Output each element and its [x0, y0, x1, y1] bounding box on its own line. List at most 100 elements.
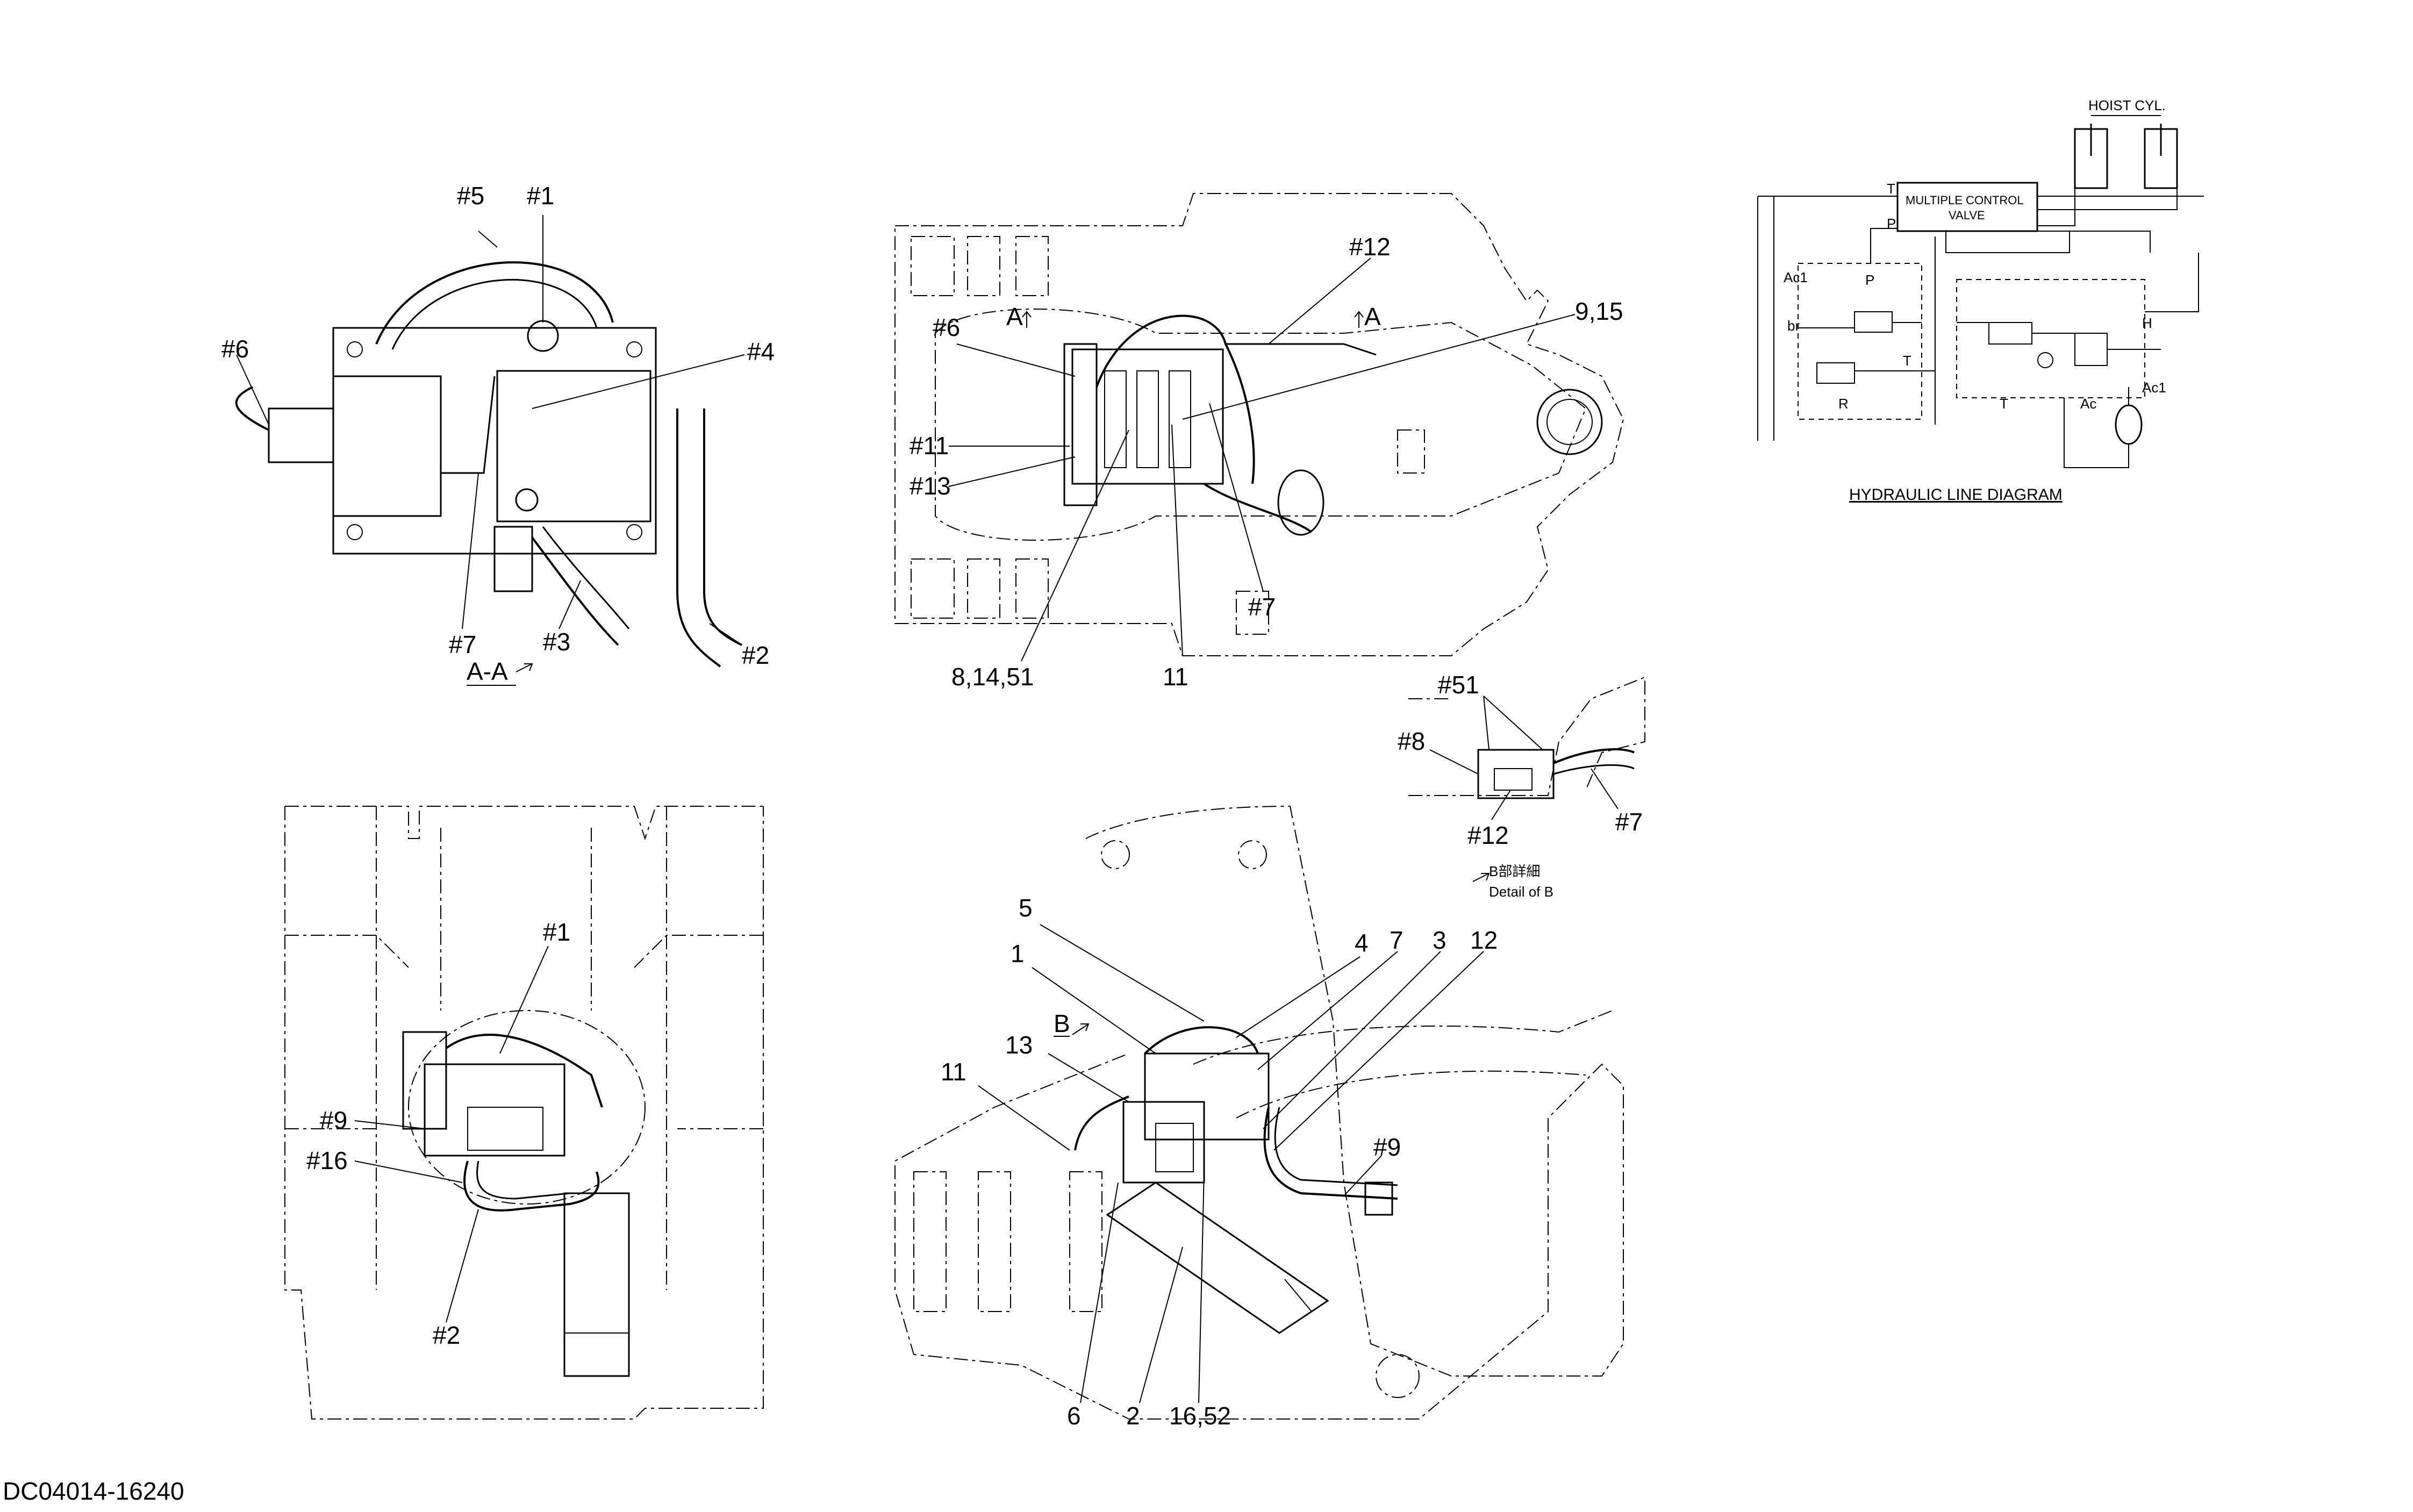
label-7-top: #7	[1248, 593, 1276, 621]
leader-line	[236, 354, 269, 425]
section-arrow-mark	[1354, 311, 1364, 328]
filter	[1277, 469, 1324, 536]
leader-line	[1209, 403, 1264, 592]
label-8-b: #8	[1398, 727, 1425, 755]
leader-line	[1429, 749, 1479, 775]
fitting-block-b	[1494, 768, 1533, 791]
view-right-frame: 5 1 4 7 3 12 B 13 11 #9 6 2 16,52	[894, 805, 1624, 1430]
label-12-right: 12	[1470, 926, 1498, 954]
bolt	[626, 524, 642, 540]
label-51-b: #51	[1438, 671, 1479, 699]
label-11-top: #11	[910, 432, 949, 460]
tank-line	[1284, 1279, 1312, 1312]
hose-b	[1553, 748, 1635, 764]
hoist-cyl-label: HOIST CYL.	[2088, 97, 2166, 113]
valve-assembly-left-inner	[467, 1107, 543, 1151]
port-h: H	[2142, 315, 2152, 331]
leader-line	[1182, 314, 1576, 420]
leader-line	[1032, 967, 1156, 1054]
control-valve-spool	[1169, 370, 1191, 468]
leader-line	[1257, 951, 1398, 1070]
label-9-left: #9	[320, 1106, 347, 1134]
view-a-a: #5 #1 #6 #4 #7 #3 #2 A-A	[221, 182, 775, 686]
drawing-number: DC04014-16240	[3, 1477, 184, 1505]
hose-b-inner	[1553, 764, 1635, 775]
hose-3	[531, 536, 619, 646]
section-title-a-a: A-A	[467, 657, 508, 685]
leader-line	[1343, 1155, 1382, 1196]
leader-line	[1198, 1171, 1205, 1403]
spool-symbol	[1816, 362, 1855, 384]
leader-line	[1139, 1246, 1183, 1403]
view-left-frame: #1 #9 #16 #2	[284, 806, 764, 1420]
frame-hole	[1376, 1354, 1420, 1398]
frame-outline	[894, 193, 1624, 656]
valve-name-line1: MULTIPLE CONTROL	[1906, 194, 2024, 207]
frame-slot	[1015, 558, 1049, 619]
label-9-15: 9,15	[1575, 297, 1623, 325]
leader-line	[1048, 1053, 1129, 1102]
leader-line	[1483, 696, 1543, 750]
hose-6	[235, 386, 269, 431]
label-16-left: #16	[306, 1146, 348, 1174]
label-1-right: 1	[1011, 940, 1025, 968]
detail-b-title-en: Detail of B	[1489, 884, 1553, 900]
port-t-top: T	[1887, 181, 1895, 197]
fitting	[527, 320, 559, 352]
leader-line	[978, 1085, 1070, 1151]
frame-slot	[1069, 1171, 1102, 1312]
bolt	[626, 341, 642, 357]
hose-line	[1203, 483, 1313, 533]
port-t-right: T	[2000, 396, 2008, 412]
filter-right	[1364, 1181, 1393, 1216]
pivot-ring	[1536, 389, 1603, 455]
label-12-b: #12	[1467, 821, 1509, 849]
brake-valve-box	[1798, 263, 1922, 420]
hydraulic-line	[1935, 231, 2151, 425]
frame-slot	[978, 1171, 1011, 1312]
multiple-control-valve	[1896, 182, 2038, 232]
hose-5	[375, 261, 614, 345]
leader-line	[446, 1209, 479, 1323]
hydraulic-line	[1798, 253, 2199, 468]
control-valve-right-lower	[1122, 1101, 1205, 1184]
label-11-right: 11	[941, 1058, 966, 1086]
hose-right	[1144, 1026, 1259, 1055]
label-7-right: 7	[1390, 926, 1404, 954]
label-12: #12	[1349, 233, 1391, 261]
frame-slot	[1236, 591, 1269, 635]
view-arrow	[1072, 1023, 1090, 1035]
hose-7	[441, 376, 496, 474]
leader-line	[478, 231, 498, 248]
leader-line	[1273, 951, 1484, 1151]
frame-slot	[911, 236, 955, 296]
leader-line	[354, 1120, 425, 1129]
valve-assembly-left	[424, 1063, 565, 1157]
frame-upper	[1193, 1010, 1613, 1119]
port-p-left: P	[1865, 272, 1874, 288]
hose-2-left-inner	[476, 1160, 570, 1200]
leader-line	[1483, 696, 1490, 750]
label-9-right: #9	[1373, 1133, 1401, 1161]
control-valve-right	[1144, 1052, 1270, 1141]
hose-2	[676, 409, 721, 668]
leader-line	[499, 945, 549, 1054]
label-1-left: #1	[543, 918, 570, 946]
accumulator	[2115, 404, 2143, 445]
detail-of-b: #51 #8 #12 #7 B部詳細 Detail of B	[1398, 671, 1645, 900]
valve-name-line2: VALVE	[1949, 209, 1985, 222]
hose-line	[1226, 343, 1377, 356]
hydraulic-line	[1757, 188, 2204, 441]
label-1: #1	[527, 182, 554, 210]
leader-line	[1591, 768, 1619, 809]
label-8-14-51: 8,14,51	[951, 663, 1034, 691]
hose-2-left	[463, 1160, 600, 1212]
leader-line	[1080, 1182, 1119, 1403]
section-arrow-mark	[1022, 311, 1032, 328]
tank-right	[1106, 1181, 1329, 1334]
leader-line	[1021, 429, 1129, 662]
hose-9-right-inner	[1274, 1107, 1398, 1186]
leader-line	[559, 580, 581, 629]
port-p-top: P	[1887, 216, 1896, 232]
solenoid-coil	[268, 407, 334, 463]
